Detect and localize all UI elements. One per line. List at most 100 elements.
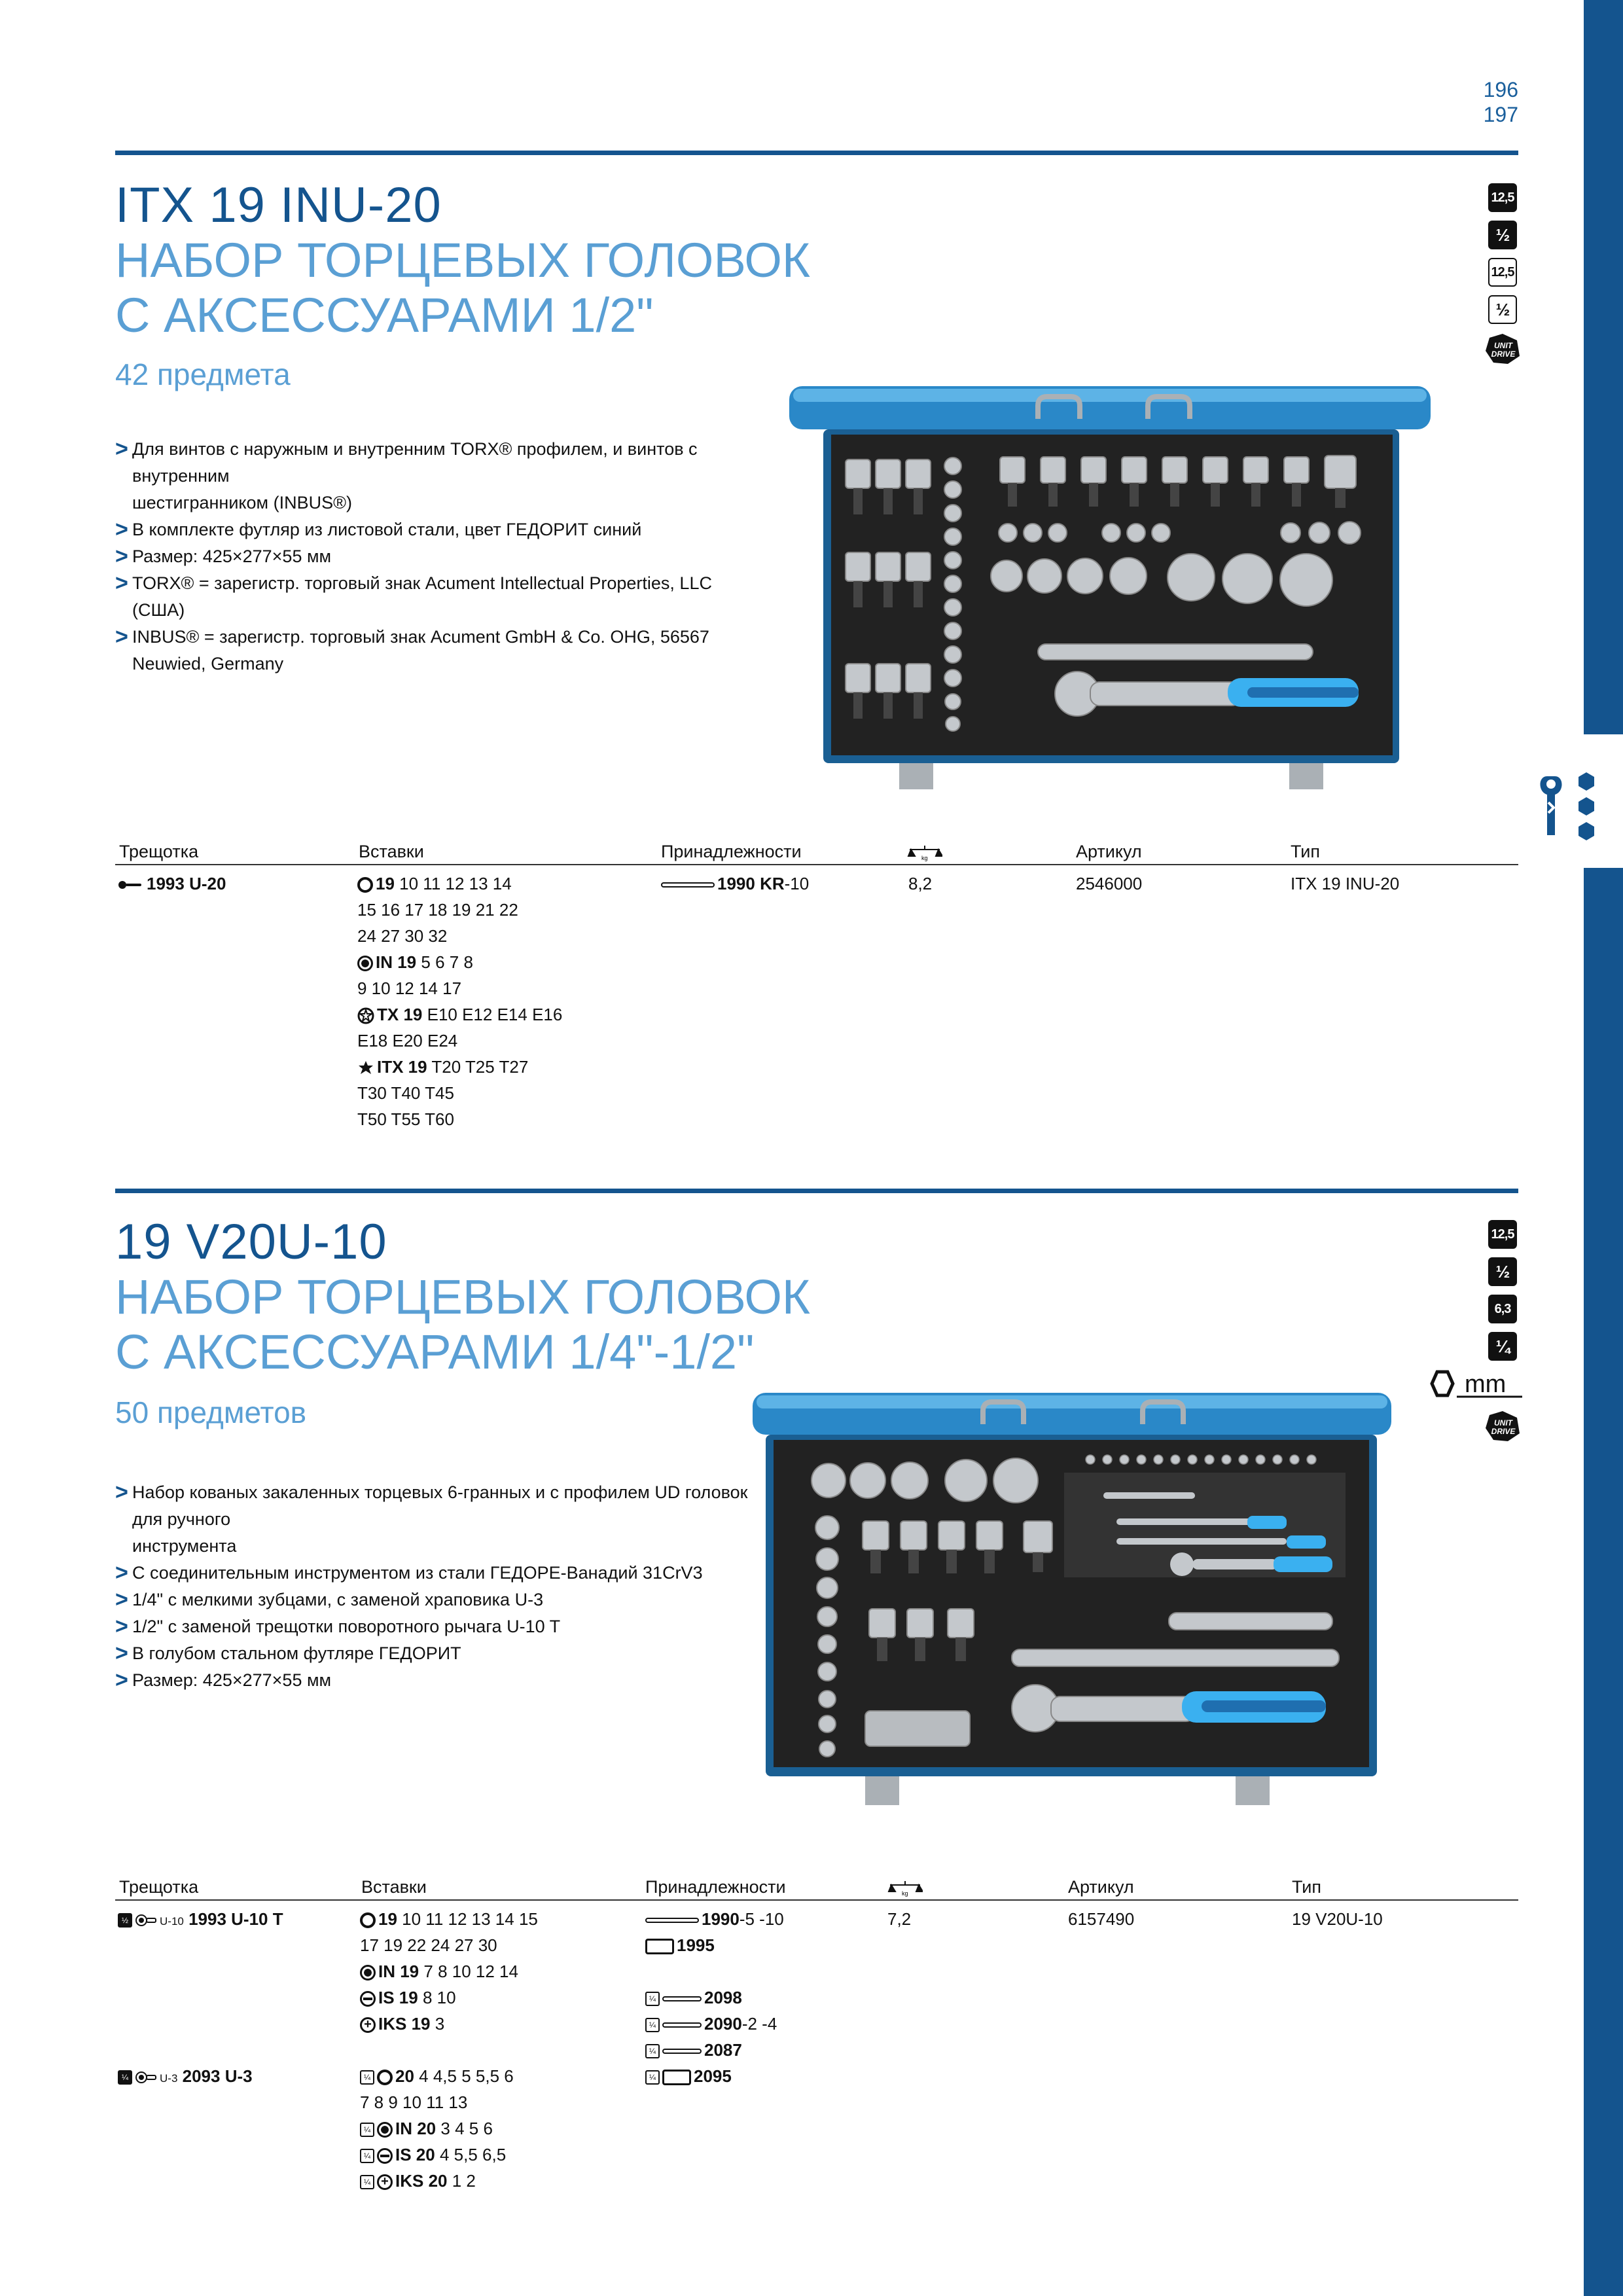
feature-item: >Размер: 425×277×55 мм — [115, 544, 332, 569]
type-cell: ITX 19 INU-20 — [1291, 874, 1400, 893]
svg-text:kg: kg — [921, 855, 928, 861]
hex-socket-icon — [377, 2070, 393, 2086]
feature-item: >Размер: 425×277×55 мм — [115, 1668, 332, 1693]
insert-row: 9 10 12 14 17 — [357, 978, 462, 998]
insert-row: T30 T40 T45 — [357, 1083, 454, 1103]
extension-bar-icon — [661, 882, 715, 888]
unit-drive-icon: UNIT DRIVE — [1486, 1411, 1520, 1441]
page-numbers: 196 197 — [1484, 77, 1518, 127]
insert-row: 15 16 17 18 19 21 22 — [357, 900, 518, 920]
section1-product-photo — [789, 386, 1431, 789]
feature-item: >1/4" с мелкими зубцами, с заменой храпо… — [115, 1587, 544, 1612]
section1-spec-table: Трещотка Вставки Принадлежности kg Артик… — [115, 842, 1518, 1129]
section2-badges: 12,5 ½ 6,3 ¼ — [1483, 1220, 1522, 1369]
insert-row: IN 19 7 8 10 12 14 — [360, 1958, 538, 1984]
drive-half-badge: ½ — [1488, 1257, 1517, 1286]
scales-icon: kg — [907, 846, 942, 861]
insert-row: +IKS 19 3 — [360, 2011, 538, 2037]
insert-row: 17 19 22 24 27 30 — [360, 1935, 497, 1955]
th-type: Тип — [1292, 1877, 1322, 1897]
section2-product-photo — [753, 1393, 1391, 1805]
drive-half-outline-badge: ½ — [1488, 295, 1517, 324]
drive-quarter-mini-icon: ¼ — [645, 2044, 660, 2059]
feature-item: >Набор кованых закаленных торцевых 6-гра… — [115, 1480, 748, 1529]
feature-item: >Для винтов с наружным и внутренним TORX… — [115, 437, 698, 486]
side-band-top — [1584, 0, 1623, 734]
phillips-bit-icon: + — [360, 2017, 376, 2034]
th-article: Артикул — [1076, 842, 1142, 861]
insert-row: ITX 19 T20 T25 T27 — [357, 1054, 562, 1080]
drive-quarter-mini-icon: ¼ — [118, 2070, 132, 2085]
accessory-row: 1995 — [645, 1932, 784, 1958]
torx-internal-icon — [359, 1061, 373, 1075]
weight-cell: 7,2 — [887, 1909, 912, 1929]
section1-title-line1: НАБОР ТОРЦЕВЫХ ГОЛОВОК — [115, 233, 811, 287]
section1-features: >Для винтов с наружным и внутренним TORX… — [115, 436, 763, 677]
drive-quarter-mini-icon: ¼ — [645, 1992, 660, 2007]
insert-row: 7 8 9 10 11 13 — [360, 2092, 468, 2112]
th-accessories: Принадлежности — [661, 842, 802, 861]
section1-code: ITX 19 INU-20 — [115, 177, 442, 233]
section2-title-line1: НАБОР ТОРЦЕВЫХ ГОЛОВОК — [115, 1270, 811, 1324]
drive-half-badge: ½ — [1488, 221, 1517, 249]
side-band-bottom — [1584, 868, 1623, 2296]
feature-item-continuation: шестигранником (INBUS®) — [132, 493, 352, 512]
insert-row: ¼+IKS 20 1 2 — [360, 2168, 514, 2194]
feature-item: >TORX® = зарегистр. торговый знак Acumen… — [115, 571, 712, 620]
section2-count: 50 предметов — [115, 1395, 307, 1429]
insert-row: 24 27 30 32 — [357, 926, 448, 946]
hex-key-icon — [360, 1965, 376, 1981]
insert-row: T50 T55 T60 — [357, 1109, 454, 1129]
hex-socket-icon — [360, 1912, 376, 1929]
insert-row: 19 10 11 12 13 14 15 — [360, 1906, 538, 1932]
th-inserts: Вставки — [359, 842, 424, 861]
phillips-bit-icon: + — [377, 2174, 393, 2191]
section1-title-line2: С АКСЕССУАРАМИ 1/2" — [115, 288, 654, 342]
drive-quarter-mini-icon: ¼ — [360, 2070, 374, 2085]
ratchet-cell: 1993 U-20 — [118, 870, 226, 897]
feature-item: >В комплекте футляр из листовой стали, ц… — [115, 517, 642, 542]
metric-mm-icon: mm — [1430, 1370, 1522, 1398]
feature-item: >1/2" с заменой трещотки поворотного рыч… — [115, 1614, 561, 1639]
drive-quarter-mini-icon: ¼ — [645, 2018, 660, 2033]
extension-bar-icon — [662, 2022, 702, 2028]
slotted-bit-icon — [377, 2148, 393, 2164]
th-ratchet: Трещотка — [119, 1877, 199, 1897]
page-number-left: 196 — [1483, 78, 1518, 101]
feature-item: >INBUS® = зарегистр. торговый знак Acume… — [115, 624, 709, 673]
drive-6-3-badge: 6,3 — [1488, 1295, 1517, 1323]
drive-quarter-badge: ¼ — [1488, 1332, 1517, 1361]
ratchet-icon — [135, 2072, 156, 2084]
th-inserts: Вставки — [361, 1877, 427, 1897]
universal-joint-icon — [645, 1939, 674, 1955]
insert-row: E18 E20 E24 — [357, 1031, 458, 1050]
section1-rule — [115, 151, 1518, 155]
inserts-cell: 19 10 11 12 13 14 15 17 19 22 24 27 30 I… — [360, 1906, 538, 2037]
section2-title-line2: С АКСЕССУАРАМИ 1/4"-1/2" — [115, 1325, 755, 1379]
section2-spec-table: Трещотка Вставки Принадлежности kg Артик… — [115, 1877, 1518, 2191]
type-cell: 19 V20U-10 — [1292, 1909, 1383, 1929]
table-header: Трещотка Вставки Принадлежности kg Артик… — [115, 1877, 1518, 1901]
article-cell: 2546000 — [1076, 874, 1143, 893]
hex-key-icon — [357, 956, 373, 972]
th-article: Артикул — [1068, 1877, 1134, 1897]
mm-label: mm — [1465, 1371, 1506, 1398]
page-number-right: 197 — [1483, 103, 1518, 126]
universal-joint-icon — [662, 2070, 691, 2086]
section2-code: 19 V20U-10 — [115, 1214, 387, 1270]
insert-row: TX 19 E10 E12 E14 E16 — [357, 1001, 562, 1028]
drive-12-5-badge: 12,5 — [1488, 1220, 1517, 1249]
svg-text:DRIVE: DRIVE — [1491, 350, 1516, 359]
section2-features: >Набор кованых закаленных торцевых 6-гра… — [115, 1479, 763, 1694]
drive-12-5-outline-badge: 12,5 — [1488, 258, 1517, 287]
drive-half-mini-icon: ½ — [118, 1913, 132, 1928]
ratchet-icon — [135, 1914, 156, 1927]
table-header: Трещотка Вставки Принадлежности kg Артик… — [115, 842, 1518, 865]
feature-item-continuation: инструмента — [132, 1536, 237, 1556]
insert-row: 19 10 11 12 13 14 — [357, 870, 562, 897]
